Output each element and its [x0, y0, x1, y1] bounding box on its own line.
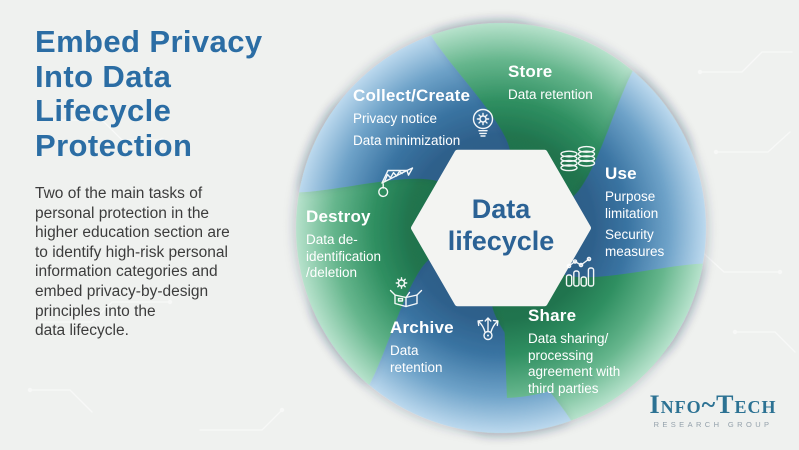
segment-archive-title: Archive	[390, 318, 454, 337]
segment-collect-item: Data minimization	[353, 132, 461, 148]
archive-box-icon	[389, 277, 423, 308]
bar-chart-icon	[565, 256, 595, 287]
page-description: Two of the main tasks of personal protec…	[35, 185, 230, 340]
segment-destroy: Destroy Data de- identification /deletio…	[306, 207, 381, 282]
segment-collect-item: Privacy notice	[353, 111, 438, 126]
segment-share-title: Share	[528, 306, 577, 325]
crane-boom	[381, 169, 408, 184]
segment-collect: Collect/Create Privacy notice Data minim…	[353, 86, 470, 149]
segment-share-item: Data sharing/ processing agreement with …	[528, 331, 621, 396]
segment-share: Share Data sharing/ processing agreement…	[528, 306, 620, 397]
center-hexagon	[411, 149, 591, 307]
segment-store-item: Data retention	[508, 87, 593, 102]
segment-use: Use Purpose limitation Security measures	[605, 164, 664, 260]
circuit-pattern	[27, 51, 796, 431]
lightbulb-gear-icon	[472, 108, 494, 137]
segment-use-item: Purpose limitation	[605, 189, 659, 221]
segment-archive-item: Data retention	[390, 343, 443, 375]
flag	[406, 167, 414, 176]
diagram-center-label: Data lifecycle	[447, 194, 555, 257]
brand-subtitle: RESEARCH GROUP	[653, 420, 773, 429]
share-arrows-icon	[477, 317, 499, 341]
segment-store-title: Store	[508, 62, 553, 81]
gear-teeth	[476, 112, 490, 126]
gear-teeth	[395, 277, 408, 289]
coin-stack-right	[577, 145, 596, 167]
brand-logo: Info~Tech RESEARCH GROUP	[638, 390, 788, 430]
page-title: Embed Privacy Into Data Lifecycle Protec…	[35, 24, 263, 164]
segment-destroy-item: Data de- identification /deletion	[306, 232, 382, 280]
segment-use-title: Use	[605, 164, 637, 183]
brand-name: Info~Tech	[649, 390, 777, 419]
segment-destroy-title: Destroy	[306, 207, 371, 226]
segment-collect-title: Collect/Create	[353, 86, 471, 105]
wrecking-ball-icon	[378, 167, 414, 198]
coin-stack-left	[560, 150, 578, 172]
database-coins-icon	[560, 145, 596, 172]
wrecking-ball	[378, 186, 389, 198]
segment-archive: Archive Data retention	[390, 318, 454, 376]
segment-store: Store Data retention	[508, 62, 593, 104]
pinwheel	[222, 0, 780, 450]
segment-use-item: Security measures	[605, 227, 665, 259]
